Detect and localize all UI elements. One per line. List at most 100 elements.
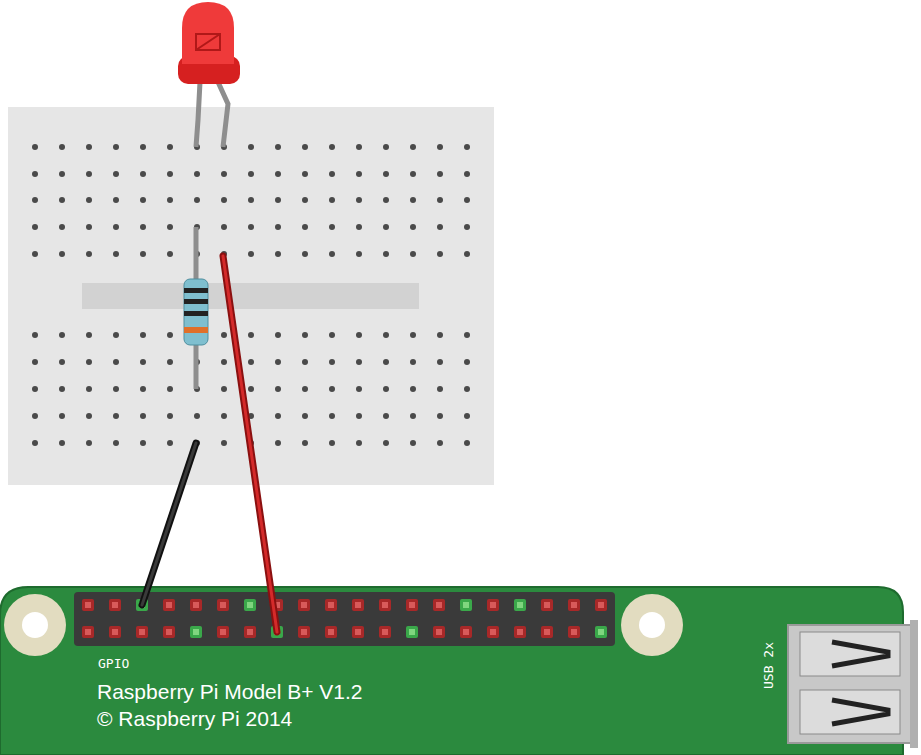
breadboard-hole xyxy=(356,413,362,419)
gpio-pin-contact xyxy=(328,602,334,608)
gpio-pin-contact xyxy=(166,602,172,608)
gpio-pin-contact xyxy=(409,629,415,635)
gpio-pin xyxy=(163,599,175,611)
gpio-pin xyxy=(352,599,364,611)
breadboard-hole xyxy=(329,251,335,257)
breadboard-hole xyxy=(410,359,416,365)
breadboard-hole xyxy=(113,440,119,446)
resistor-band xyxy=(184,288,208,293)
breadboard-hole xyxy=(437,171,443,177)
breadboard-hole xyxy=(167,224,173,230)
gpio-pin xyxy=(190,599,202,611)
mounting-hole-center xyxy=(22,612,48,638)
breadboard-hole xyxy=(383,224,389,230)
mounting-hole xyxy=(4,594,66,656)
breadboard-hole xyxy=(86,224,92,230)
breadboard-hole xyxy=(248,224,254,230)
breadboard-hole xyxy=(437,359,443,365)
breadboard-hole xyxy=(356,440,362,446)
breadboard-hole xyxy=(383,413,389,419)
breadboard-hole xyxy=(356,224,362,230)
breadboard-hole xyxy=(383,359,389,365)
breadboard-hole xyxy=(86,359,92,365)
breadboard-hole xyxy=(410,171,416,177)
gpio-pin xyxy=(352,626,364,638)
gpio-pin xyxy=(541,599,553,611)
breadboard-hole xyxy=(167,359,173,365)
gpio-pin xyxy=(217,599,229,611)
breadboard-hole xyxy=(248,332,254,338)
breadboard-hole xyxy=(221,332,227,338)
gpio-pin-contact xyxy=(463,629,469,635)
breadboard-hole xyxy=(302,171,308,177)
gpio-pin xyxy=(487,599,499,611)
breadboard-hole xyxy=(32,386,38,392)
gpio-pin-contact xyxy=(247,629,253,635)
pi-board xyxy=(0,587,903,755)
gpio-pin-contact xyxy=(517,602,523,608)
gpio-pin-contact xyxy=(85,602,91,608)
gpio-pin-contact xyxy=(139,629,145,635)
gpio-pin xyxy=(460,626,472,638)
breadboard-hole xyxy=(221,171,227,177)
breadboard-hole xyxy=(410,440,416,446)
gpio-pin-contact xyxy=(355,629,361,635)
breadboard-hole xyxy=(59,359,65,365)
breadboard-hole xyxy=(140,413,146,419)
breadboard-hole xyxy=(167,251,173,257)
gpio-pin-contact xyxy=(220,602,226,608)
breadboard-hole xyxy=(86,251,92,257)
breadboard-hole xyxy=(32,224,38,230)
breadboard-hole xyxy=(113,386,119,392)
led-leg xyxy=(218,82,228,147)
breadboard-hole xyxy=(167,386,173,392)
gpio-pin-contact xyxy=(436,629,442,635)
breadboard-hole xyxy=(329,197,335,203)
breadboard-hole xyxy=(383,386,389,392)
breadboard-hole xyxy=(32,197,38,203)
usb-port xyxy=(800,632,900,676)
breadboard-hole xyxy=(32,251,38,257)
gpio-pin-contact xyxy=(166,629,172,635)
gpio-pin xyxy=(298,599,310,611)
gpio-pin xyxy=(406,626,418,638)
breadboard-hole xyxy=(248,144,254,150)
gpio-pin xyxy=(325,599,337,611)
breadboard-hole xyxy=(32,359,38,365)
breadboard-hole xyxy=(140,224,146,230)
gpio-pin-contact xyxy=(112,602,118,608)
breadboard-hole xyxy=(59,332,65,338)
breadboard-hole xyxy=(464,197,470,203)
breadboard-hole xyxy=(167,144,173,150)
breadboard-hole xyxy=(464,251,470,257)
breadboard-hole xyxy=(86,440,92,446)
signal-wire xyxy=(223,256,277,632)
breadboard-hole xyxy=(437,440,443,446)
gpio-pin xyxy=(298,626,310,638)
breadboard-hole xyxy=(437,197,443,203)
breadboard-hole xyxy=(248,386,254,392)
gpio-pin-contact xyxy=(328,629,334,635)
breadboard-hole xyxy=(275,413,281,419)
breadboard-hole xyxy=(167,197,173,203)
breadboard-hole xyxy=(140,197,146,203)
breadboard-hole xyxy=(302,197,308,203)
breadboard-hole xyxy=(59,251,65,257)
gpio-pin xyxy=(514,599,526,611)
breadboard-hole xyxy=(329,171,335,177)
breadboard-hole xyxy=(410,251,416,257)
breadboard-hole xyxy=(329,224,335,230)
breadboard-hole xyxy=(356,171,362,177)
resistor-band xyxy=(184,327,208,333)
breadboard-hole xyxy=(410,332,416,338)
breadboard-hole xyxy=(221,413,227,419)
breadboard-hole xyxy=(194,197,200,203)
gpio-pin xyxy=(568,626,580,638)
gpio-pin-contact xyxy=(301,629,307,635)
breadboard-hole xyxy=(113,144,119,150)
usb-contact xyxy=(832,700,888,724)
breadboard-hole xyxy=(464,332,470,338)
gpio-pin xyxy=(568,599,580,611)
gpio-pin xyxy=(379,626,391,638)
gpio-pin-contact xyxy=(490,602,496,608)
